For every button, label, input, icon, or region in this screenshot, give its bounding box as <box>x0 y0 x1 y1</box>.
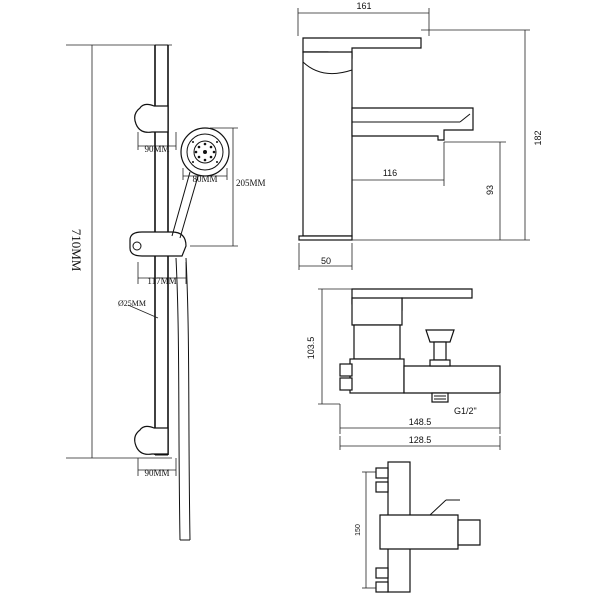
shower-mixer: 150 <box>355 461 481 593</box>
bath-thread-label: G1/2" <box>454 406 477 416</box>
head-diameter-label: 80MM <box>192 174 217 184</box>
basin-spout-reach: 116 <box>383 168 397 178</box>
head-drop-label: 205MM <box>236 178 266 188</box>
shower-head-nozzles <box>192 141 218 163</box>
holder-offset-label: 117MM <box>147 276 176 286</box>
basin-base-width: 50 <box>321 256 331 266</box>
rail-diameter-label: Ø25MM <box>118 299 146 308</box>
bath-width-outer: 148.5 <box>409 417 432 427</box>
shower-rail-kit: 710MM 90MM 90MM 117MM <box>66 44 266 541</box>
basin-mixer: 161 182 93 116 50 <box>297 1 543 270</box>
basin-overall-height: 182 <box>533 130 543 145</box>
basin-overall-width: 161 <box>356 1 371 11</box>
basin-spout-height: 93 <box>485 185 495 195</box>
bath-width-inner: 128.5 <box>409 435 432 445</box>
bath-height-label: 103.5 <box>306 337 316 360</box>
bath-mixer: G1/2" 103.5 148.5 128.5 <box>306 288 501 450</box>
bracket-width-top-label: 90MM <box>144 144 169 154</box>
bracket-width-bottom-label: 90MM <box>144 468 169 478</box>
shower-mixer-centre: 150 <box>355 524 362 536</box>
rail-height-label: 710MM <box>69 229 84 272</box>
